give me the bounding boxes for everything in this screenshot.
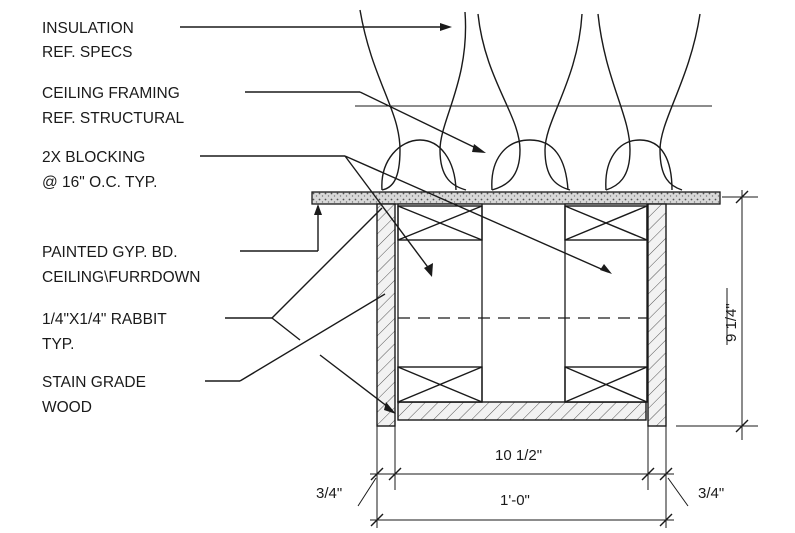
dim-overall-width: 1'-0" [500, 492, 530, 509]
callout-rabbit-line1: 1/4"X1/4" RABBIT [42, 311, 167, 328]
callout-gyp-board-line2: CEILING\FURRDOWN [42, 269, 200, 286]
right-wood-side [647, 203, 667, 427]
blocking-boxes [397, 205, 648, 403]
callout-stain-grade-line2: WOOD [42, 399, 92, 416]
dim-height: 9 1/4" [723, 303, 740, 342]
leader-lines [180, 23, 612, 414]
gyp-board-ceiling [311, 191, 721, 205]
dim-right-side: 3/4" [698, 485, 724, 502]
callout-stain-grade-line1: STAIN GRADE [42, 374, 146, 391]
left-stud [397, 203, 483, 403]
callout-blocking-line2: @ 16" O.C. TYP. [42, 174, 157, 191]
callout-blocking-line1: 2X BLOCKING [42, 149, 145, 166]
bottom-wood [397, 401, 647, 421]
callout-ceiling-framing-line2: REF. STRUCTURAL [42, 110, 184, 127]
insulation-batts [359, 9, 701, 191]
callout-insulation-line1: INSULATION [42, 20, 134, 37]
dimension-lines [357, 190, 758, 528]
dim-left-side: 3/4" [316, 485, 342, 502]
callout-ceiling-framing-line1: CEILING FRAMING [42, 85, 180, 102]
callout-rabbit-line2: TYP. [42, 336, 74, 353]
left-wood-side [376, 203, 396, 427]
callout-insulation-line2: REF. SPECS [42, 44, 132, 61]
dim-inner-width: 10 1/2" [495, 447, 542, 464]
callout-gyp-board-line1: PAINTED GYP. BD. [42, 244, 178, 261]
